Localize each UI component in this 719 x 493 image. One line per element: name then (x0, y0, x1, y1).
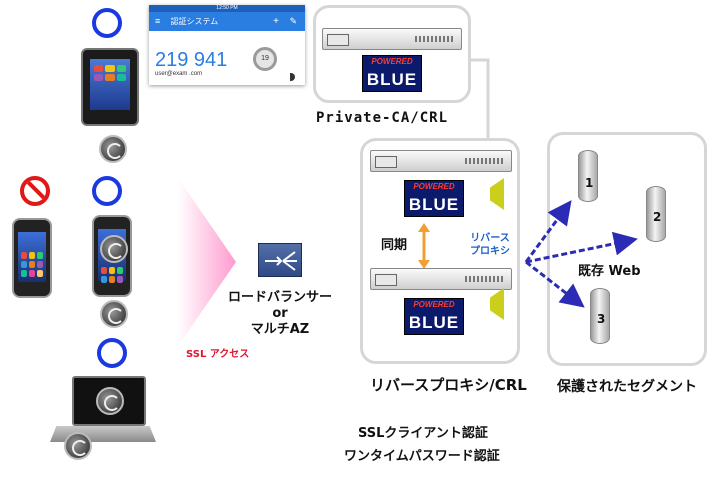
load-balancer-label: ロードバランサー or マルチAZ (227, 290, 332, 337)
powered-blue-logo: POWERED BLUE (362, 55, 422, 92)
client-certificate-icon (64, 432, 92, 460)
powered-blue-logo: POWERED BLUE (404, 298, 464, 335)
blocked-icon (20, 176, 50, 206)
protected-segment-frame (547, 132, 707, 366)
otp-countdown-timer: 19 (253, 47, 277, 71)
tablet-device (81, 48, 139, 126)
sync-label: 同期 (381, 238, 408, 253)
client-certificate-icon (100, 300, 128, 328)
otp-account: user@exam .com (155, 71, 203, 77)
proxy-server-secondary (370, 268, 512, 290)
web-server-1-label: 1 (585, 176, 594, 190)
otp-app-toolbar: ≡ 認証システム + ✎ (149, 12, 305, 31)
smartphone-with-cert (92, 215, 132, 297)
pencil-icon[interactable]: ✎ (289, 16, 297, 26)
reverse-proxy-caption: リバースプロキシ/CRL (370, 376, 527, 394)
half-moon-icon (290, 73, 295, 81)
client-certificate-icon (99, 135, 127, 163)
web-server-2-label: 2 (653, 210, 662, 224)
proxy-funnel-icon (490, 288, 504, 320)
client-certificate-icon (96, 387, 124, 415)
route-arrows-icon (265, 251, 297, 271)
otp-app-title: 認証システム (170, 17, 219, 26)
proxy-server-primary (370, 150, 512, 172)
powered-blue-logo: POWERED BLUE (404, 180, 464, 217)
proxy-funnel-icon (490, 178, 504, 210)
protected-segment-caption: 保護されたセグメント (557, 379, 697, 395)
status-bar-time: 12:50 PM (149, 5, 305, 12)
reverse-proxy-role-label: リバース プロキシ (470, 233, 510, 257)
allowed-circle-icon (92, 8, 122, 38)
client-certificate-icon (100, 235, 128, 263)
web-server-1-icon (578, 150, 598, 202)
plus-icon[interactable]: + (273, 16, 279, 27)
private-ca-frame (313, 5, 471, 103)
hamburger-icon[interactable]: ≡ (155, 16, 161, 26)
ssl-client-auth-label: SSLクライアント認証 (358, 426, 488, 441)
otp-auth-label: ワンタイムパスワード認証 (344, 449, 500, 464)
web-server-3-icon (590, 288, 610, 344)
existing-web-label: 既存 Web (578, 264, 641, 279)
sync-arrow-icon (418, 223, 430, 269)
ca-server-unit (322, 28, 462, 50)
web-server-2-icon (646, 186, 666, 242)
ssl-access-label: SSL アクセス (186, 349, 250, 360)
load-balancer-switch (258, 243, 302, 277)
private-ca-label: Private-CA/CRL (316, 110, 449, 126)
web-server-3-label: 3 (597, 312, 606, 326)
smartphone-without-cert (12, 218, 52, 298)
otp-app-screen: 12:50 PM ≡ 認証システム + ✎ 219 941 user@exam … (149, 5, 305, 85)
laptop-device (72, 376, 146, 426)
allowed-circle-icon (97, 338, 127, 368)
otp-code: 219 941 (155, 49, 228, 71)
allowed-circle-icon (92, 176, 122, 206)
